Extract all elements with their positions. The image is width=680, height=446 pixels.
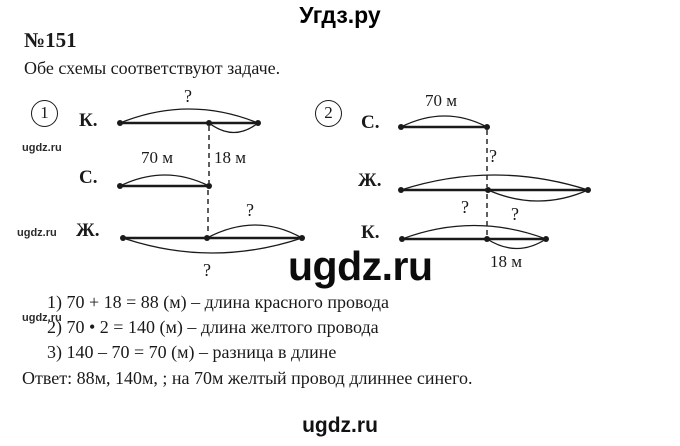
- scheme1-zh-whole-arc: [122, 237, 303, 254]
- scheme-badge-2: 2: [315, 100, 342, 127]
- scheme1-zh-bottom-label: ?: [203, 260, 211, 280]
- scheme2-zh-right-arc: [487, 189, 589, 202]
- scheme2-zh-dot-left: [398, 187, 404, 193]
- solution-answer: Ответ: 88м, 140м, ; на 70м желтый провод…: [22, 368, 473, 388]
- scheme2-s-dot-right: [484, 124, 490, 130]
- scheme2-k-bottom-label: 18 м: [490, 252, 523, 271]
- scheme1-k-dot-right: [255, 120, 261, 126]
- scheme1-k-dot-left: [117, 120, 123, 126]
- scheme2-row-label-k: К.: [361, 222, 380, 243]
- scheme1-s-dot-right: [206, 183, 212, 189]
- scheme1-zh-dot-right: [299, 235, 305, 241]
- scheme1-s-top-label: 70 м: [141, 148, 174, 167]
- scheme1-k-top-label: ?: [184, 86, 192, 106]
- scheme1-zh-top-label: ?: [246, 200, 254, 220]
- solution-step-2: 2) 70 • 2 = 140 (м) – длина желтого пров…: [47, 317, 379, 337]
- solution-step-3: 3) 140 – 70 = 70 (м) – разница в длине: [47, 342, 337, 362]
- scheme2-zh-bottom-label: ?: [461, 197, 469, 217]
- scheme2-zh-dot-mid: [485, 187, 491, 193]
- scheme2-k-top-label: ?: [511, 204, 519, 224]
- scheme2-k-dot-mid: [484, 236, 490, 242]
- scheme2-zh-top-label: ?: [489, 146, 497, 166]
- scheme1-s-arc: [119, 174, 210, 187]
- scheme1-row-label-zh: Ж.: [76, 220, 100, 241]
- scheme2-s-top-label: 70 м: [425, 91, 458, 110]
- scheme2-s-dot-left: [398, 124, 404, 130]
- watermark-small-3: ugdz.ru: [22, 312, 62, 324]
- watermark-small-1: ugdz.ru: [22, 142, 62, 154]
- scheme2-s-arc: [400, 115, 488, 128]
- scheme1-zh-dot-mid: [204, 235, 210, 241]
- scheme2-zh-whole-arc: [400, 174, 589, 191]
- scheme1-k-mid-label: 18 м: [214, 148, 247, 167]
- scheme2-row-label-s: С.: [361, 112, 380, 133]
- scheme-badge-1: 1: [31, 100, 58, 127]
- scheme2-k-right-arc: [486, 238, 547, 250]
- watermark-large: ugdz.ru: [288, 243, 433, 289]
- scheme2-k-dot-right: [543, 236, 549, 242]
- site-header-logo: Угдз.ру: [299, 2, 381, 28]
- scheme2-k-whole-arc: [401, 224, 547, 240]
- exercise-statement: Обе схемы соответствуют задаче.: [24, 58, 281, 78]
- exercise-number: №151: [24, 28, 77, 52]
- scheme1-row-label-k: К.: [79, 110, 98, 131]
- scheme2-k-dot-left: [399, 236, 405, 242]
- scheme1-k-whole-arc: [119, 108, 259, 124]
- scheme2-zh-dot-right: [585, 187, 591, 193]
- scheme1-k-dot-mid: [206, 120, 212, 126]
- scheme1-row-label-s: С.: [79, 167, 98, 188]
- solution-step-1: 1) 70 + 18 = 88 (м) – длина красного про…: [47, 292, 389, 312]
- scheme1-k-right-arc: [208, 122, 259, 134]
- watermark-small-2: ugdz.ru: [17, 227, 57, 239]
- scheme1-zh-dot-left: [120, 235, 126, 241]
- scheme1-zh-right-arc: [206, 224, 303, 239]
- site-footer-logo: ugdz.ru: [302, 414, 378, 437]
- scheme2-row-label-zh: Ж.: [358, 170, 382, 191]
- scheme1-s-dot-left: [117, 183, 123, 189]
